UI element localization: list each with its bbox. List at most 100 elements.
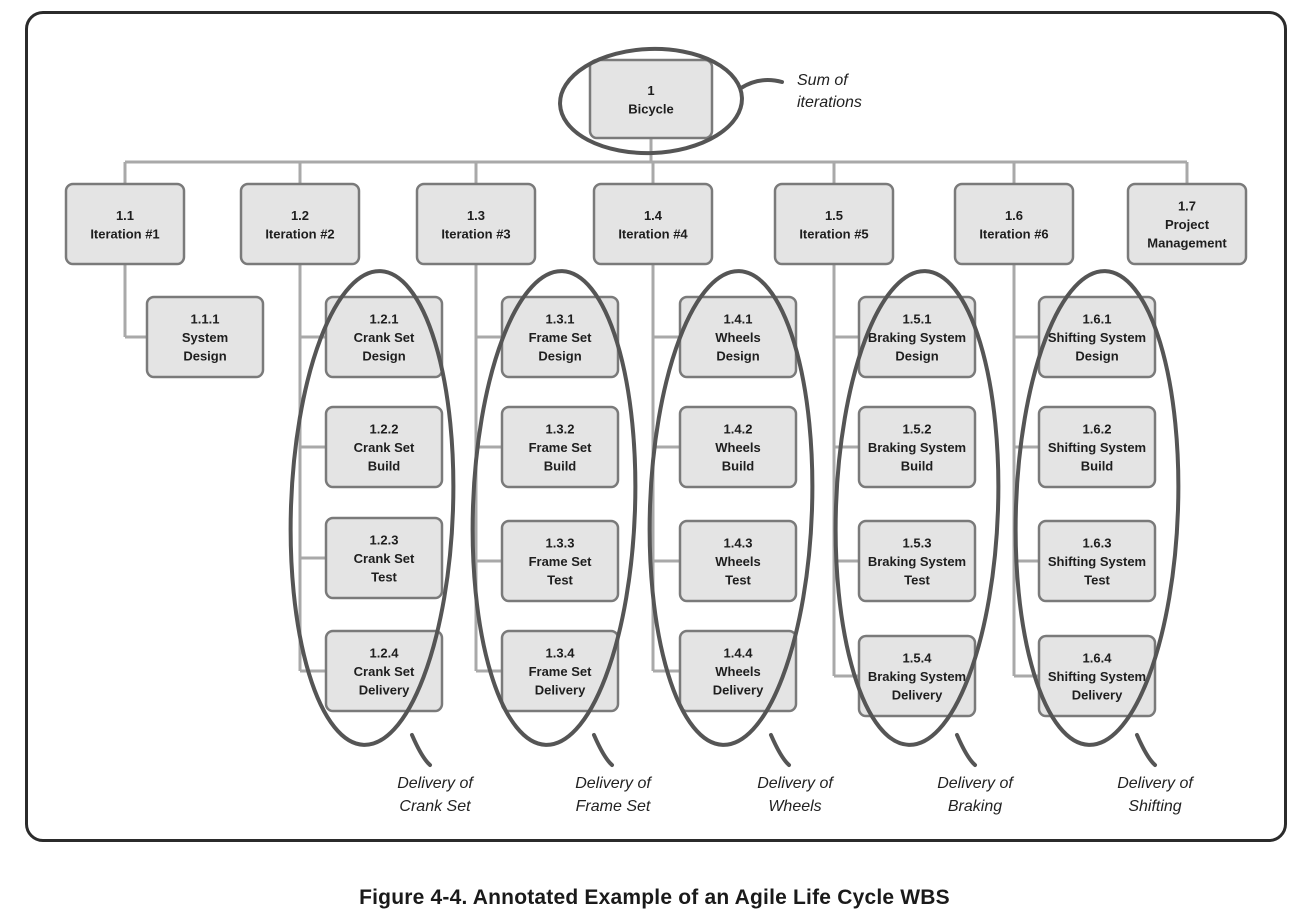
box-rect [678,519,798,603]
box-rect [857,634,977,718]
box-rect [857,405,977,489]
box-text: Build [1081,459,1114,474]
box-rect [592,182,714,266]
box-id: 1.4 [644,208,663,223]
box-text: Test [547,573,573,588]
root-annotation-text: iterations [797,94,862,111]
delivery-ellipse [470,269,638,747]
box-id: 1.4.4 [724,646,754,661]
box-rect [953,182,1075,266]
delivery-annotation-text: Delivery of [575,775,652,792]
box-id: 1.4.3 [724,536,753,551]
box-rect [1037,295,1157,379]
box-text: Shifting System [1048,669,1146,684]
box-rect [324,629,444,713]
delivery-annotation-text: Wheels [768,798,821,815]
delivery-annotation-tail [955,733,977,767]
box-text: Frame Set [529,664,593,679]
box-rect [239,182,361,266]
box-rect [324,405,444,489]
box-text: Crank Set [354,551,415,566]
box-rect [678,629,798,713]
box-text: Crank Set [354,664,415,679]
box-text: Shifting System [1048,440,1146,455]
box-id: 1.2.1 [370,312,399,327]
box-text: Delivery [1072,688,1123,703]
delivery-annotation-text: Frame Set [576,798,651,815]
box-id: 1.6.2 [1083,422,1112,437]
root-ellipse [558,46,744,156]
delivery-annotation-text: Delivery of [1117,775,1194,792]
box-text: Build [544,459,577,474]
delivery-annotation-text: Crank Set [399,798,471,815]
delivery-annotation-tail [1135,733,1157,767]
box-id: 1.6.3 [1083,536,1112,551]
delivery-ellipse [833,269,1001,747]
box-text: Crank Set [354,440,415,455]
box-id: 1.5.1 [903,312,932,327]
box-text: Wheels [715,554,761,569]
box-rect [145,295,265,379]
box-rect [415,182,537,266]
box-text: Project [1165,217,1210,232]
delivery-annotation-tail [592,733,614,767]
box-id: 1.3 [467,208,485,223]
box-text: Design [1075,349,1118,364]
box-id: 1.5.4 [903,651,933,666]
delivery-annotation-tail [769,733,791,767]
box-text: Iteration #2 [265,226,334,241]
box-text: Shifting System [1048,554,1146,569]
box-id: 1.6.1 [1083,312,1112,327]
box-text: Iteration #4 [618,226,688,241]
box-text: Shifting System [1048,330,1146,345]
delivery-ellipse [288,269,456,747]
box-text: Delivery [892,688,943,703]
delivery-ellipse [647,269,815,747]
box-id: 1.1 [116,208,134,223]
box-id: 1.5 [825,208,843,223]
box-id: 1.3.3 [546,536,575,551]
box-text: Management [1147,236,1227,251]
box-text: Braking System [868,554,966,569]
box-rect [1037,405,1157,489]
box-rect [500,629,620,713]
box-id: 1 [647,83,654,98]
box-rect [64,182,186,266]
box-rect [1037,634,1157,718]
box-text: Wheels [715,664,761,679]
box-id: 1.5.3 [903,536,932,551]
box-id: 1.2 [291,208,309,223]
box-text: Wheels [715,440,761,455]
box-text: Build [901,459,934,474]
box-text: Braking System [868,440,966,455]
box-rect [857,295,977,379]
box-text: Design [716,349,759,364]
diagram-frame [25,11,1287,842]
box-text: Design [362,349,405,364]
root-annotation-text: Sum of [797,72,849,89]
box-text: Bicycle [628,101,674,116]
box-text: Test [1084,573,1110,588]
